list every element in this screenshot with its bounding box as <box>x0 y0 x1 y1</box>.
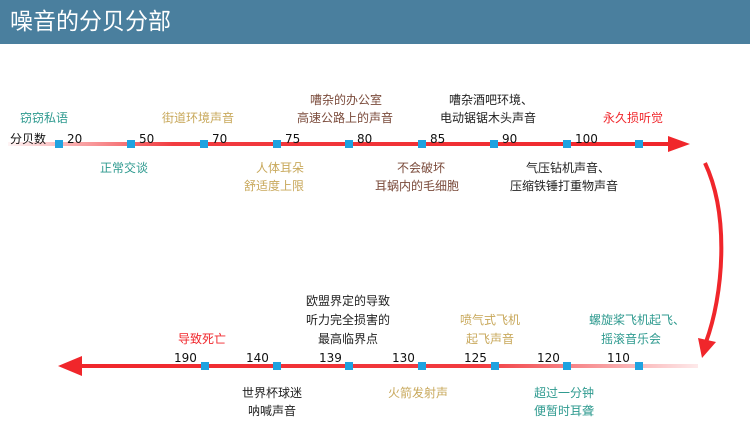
value-190: 190 <box>174 351 197 365</box>
label-street: 街道环境声音 <box>162 111 235 125</box>
label-death: 导致死亡 <box>178 332 227 346</box>
marker-80 <box>345 140 353 148</box>
label-bar-1: 嘈杂酒吧环境、 <box>449 93 534 107</box>
marker-50 <box>127 140 135 148</box>
value-70: 70 <box>212 132 228 146</box>
label-jet-2: 起飞声音 <box>466 332 515 346</box>
label-fans-2: 呐喊声音 <box>248 404 297 418</box>
value-125: 125 <box>464 351 487 365</box>
label-bar-2: 电动锯锯木头声音 <box>440 111 537 125</box>
marker-20 <box>55 140 63 148</box>
marker-90 <box>490 140 498 148</box>
label-deaf-2: 便暂时耳聋 <box>534 404 595 418</box>
label-quiet-whisper: 窃窃私语 <box>20 111 69 125</box>
label-deaf-1: 超过一分钟 <box>534 386 595 400</box>
value-75: 75 <box>285 132 301 146</box>
top-axis-arrowhead <box>668 136 690 152</box>
label-hair-2: 耳蜗内的毛细胞 <box>375 179 460 193</box>
marker-120 <box>563 362 571 370</box>
label-office-1: 嘈杂的办公室 <box>310 93 383 107</box>
value-130: 130 <box>392 351 415 365</box>
marker-139 <box>345 362 353 370</box>
value-139: 139 <box>319 351 342 365</box>
top-axis-line <box>8 142 670 146</box>
label-hair-1: 不会破坏 <box>397 161 446 175</box>
marker-110 <box>635 362 643 370</box>
label-jet-1: 喷气式飞机 <box>460 313 521 327</box>
axis-label: 分贝数 <box>10 132 47 146</box>
marker-140 <box>273 362 281 370</box>
bottom-axis-arrowhead <box>58 356 82 376</box>
value-120: 120 <box>537 351 560 365</box>
marker-70 <box>200 140 208 148</box>
label-rocket: 火箭发射声 <box>388 386 449 400</box>
label-eu-1: 欧盟界定的导致 <box>306 294 391 308</box>
marker-75 <box>273 140 281 148</box>
value-100: 100 <box>575 132 598 146</box>
page-title: 噪音的分贝分部 <box>0 0 750 44</box>
label-fans-1: 世界杯球迷 <box>242 386 303 400</box>
marker-130 <box>418 362 426 370</box>
connector-curve <box>703 162 724 343</box>
value-50: 50 <box>139 132 155 146</box>
connector-arrowhead <box>698 338 716 358</box>
label-office-2: 高速公路上的声音 <box>297 111 394 125</box>
label-eu-2: 听力完全损害的 <box>306 313 391 327</box>
label-ear-2: 舒适度上限 <box>244 179 305 193</box>
label-prop-1: 螺旋桨飞机起飞、 <box>589 313 686 327</box>
decibel-diagram <box>8 136 724 376</box>
marker-end-top <box>635 140 643 148</box>
value-90: 90 <box>502 132 518 146</box>
marker-125 <box>491 362 499 370</box>
value-80: 80 <box>357 132 373 146</box>
label-ear-1: 人体耳朵 <box>256 161 305 175</box>
label-permanent: 永久损听觉 <box>603 111 664 125</box>
value-20: 20 <box>67 132 83 146</box>
label-drill-1: 气压钻机声音、 <box>526 161 611 175</box>
bottom-axis-line <box>80 364 698 368</box>
label-drill-2: 压缩铁锤打重物声音 <box>510 179 619 193</box>
marker-190 <box>201 362 209 370</box>
marker-100 <box>563 140 571 148</box>
label-prop-2: 摇滚音乐会 <box>601 332 662 346</box>
marker-85 <box>418 140 426 148</box>
value-85: 85 <box>430 132 446 146</box>
value-110: 110 <box>607 351 630 365</box>
label-talk: 正常交谈 <box>100 161 149 175</box>
diagram-panel: 分贝数 20 50 70 75 80 85 90 100 窃窃私语 街道环境声音… <box>8 46 742 436</box>
label-eu-3: 最高临界点 <box>318 332 379 346</box>
value-140: 140 <box>246 351 269 365</box>
